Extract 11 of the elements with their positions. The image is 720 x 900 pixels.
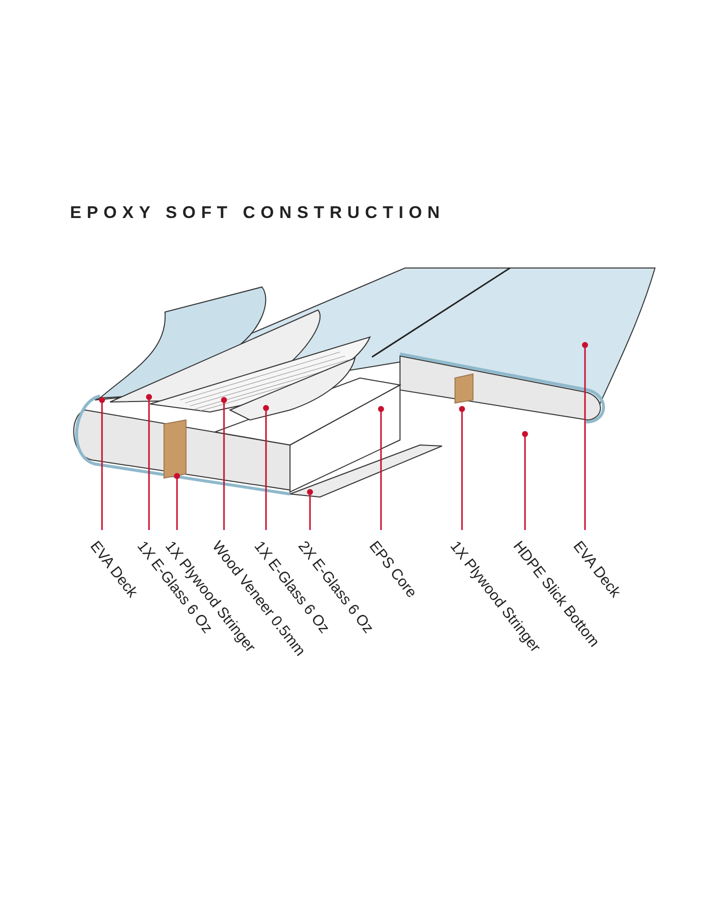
leader-line [263,405,269,530]
leader-line [146,394,152,530]
leader-line [378,406,384,530]
leader-line [174,473,180,530]
leader-line [459,406,465,530]
leader-line [522,431,528,530]
leader-line [221,397,227,530]
diagram-title: EPOXY SOFT CONSTRUCTION [70,202,446,224]
leader-line [307,489,313,530]
leader-line [99,397,105,530]
leader-line [582,342,588,530]
